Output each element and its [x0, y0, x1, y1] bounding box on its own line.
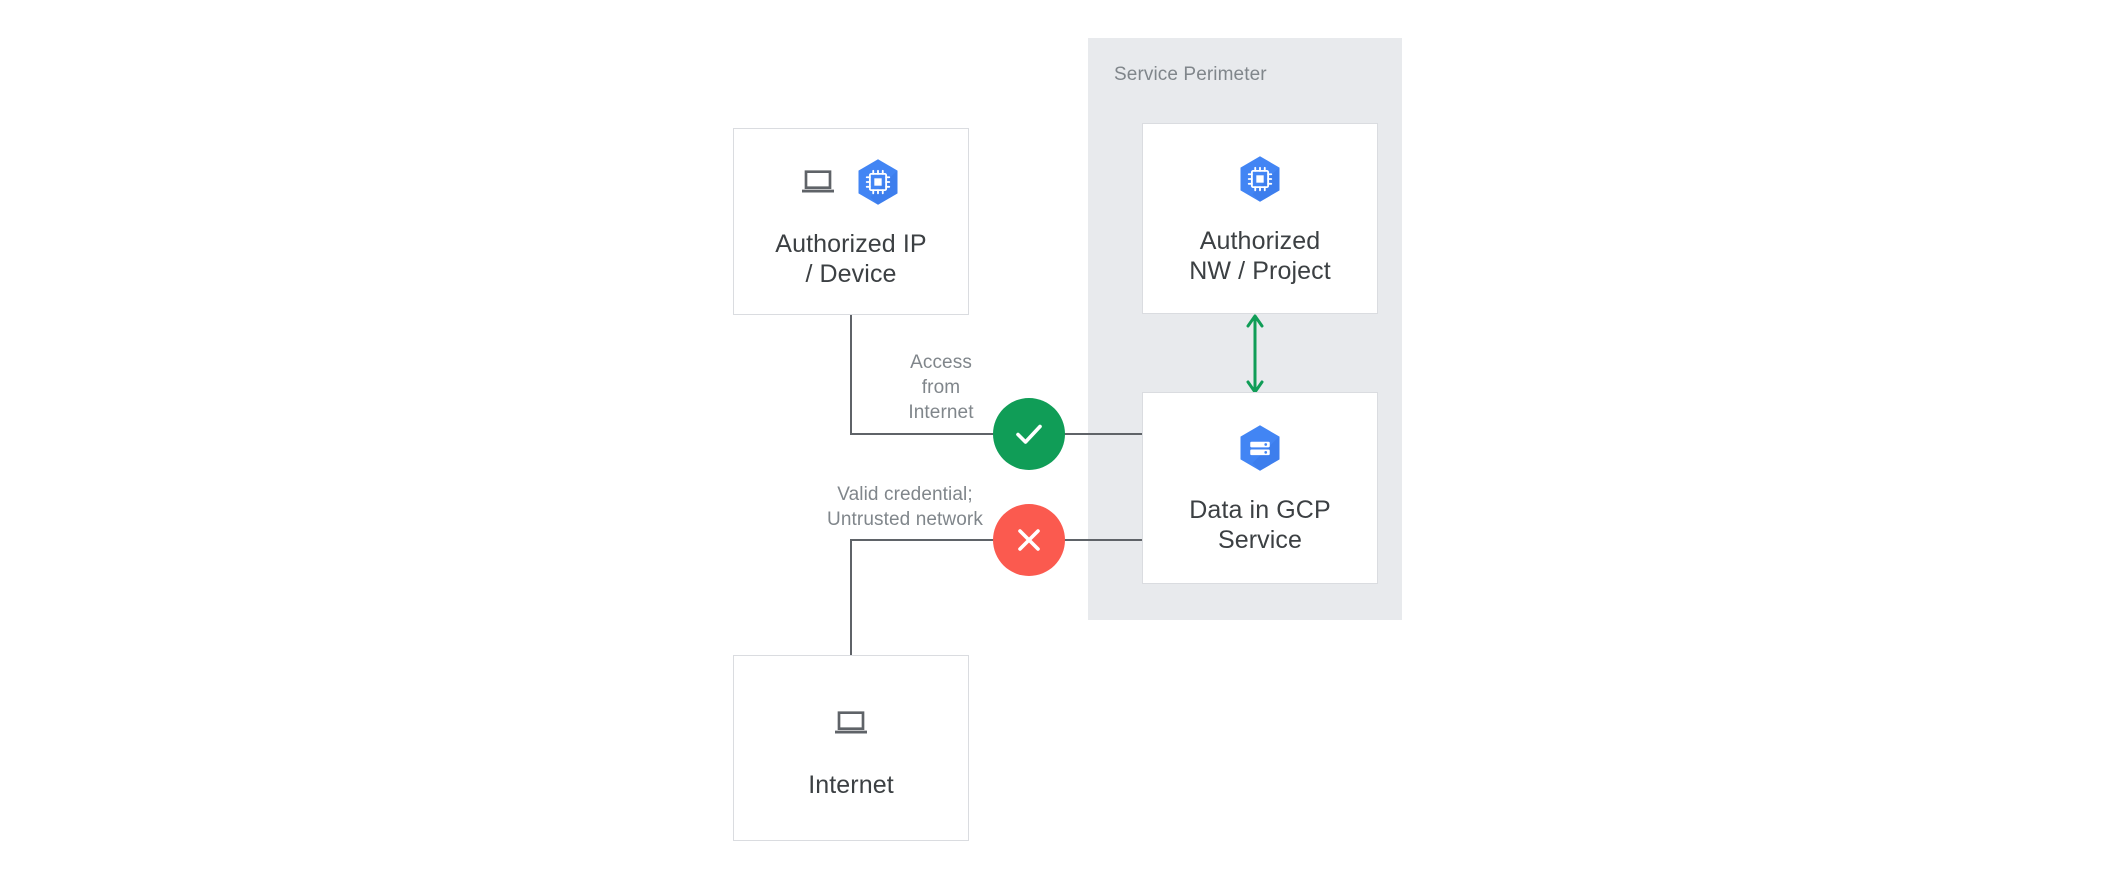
check-icon: [1016, 424, 1042, 444]
compute-engine-hexagon-icon: [858, 158, 898, 205]
connector-internet-vertical: [850, 539, 852, 656]
connector-allow-to-data: [1056, 433, 1144, 435]
node-icons: [831, 696, 871, 750]
service-perimeter-label: Service Perimeter: [1114, 64, 1267, 85]
node-authorized-ip-device[interactable]: Authorized IP / Device: [733, 128, 969, 315]
connector-internet-horizontal: [850, 539, 1010, 541]
bidirectional-arrow-icon: [1246, 314, 1264, 394]
status-badge-allowed[interactable]: [993, 398, 1065, 470]
connector-deny-to-data: [1056, 539, 1144, 541]
status-badge-denied[interactable]: [993, 504, 1065, 576]
node-authorized-nw-project[interactable]: Authorized NW / Project: [1142, 123, 1378, 314]
node-data-in-gcp-service[interactable]: Data in GCP Service: [1142, 392, 1378, 584]
node-icons: [1234, 421, 1286, 475]
close-icon: [1018, 529, 1040, 551]
connector-device-vertical: [850, 315, 852, 435]
compute-engine-hexagon-icon: [1240, 155, 1280, 202]
node-label: Data in GCP Service: [1189, 496, 1331, 554]
laptop-icon: [835, 711, 867, 734]
edge-label-valid-credential-untrusted-network: Valid credential; Untrusted network: [827, 484, 983, 530]
node-label: Authorized NW / Project: [1189, 226, 1331, 285]
node-icons: [1234, 152, 1286, 206]
database-hexagon-icon: [1240, 425, 1280, 471]
node-internet[interactable]: Internet: [733, 655, 969, 841]
node-icons: [798, 155, 904, 209]
laptop-icon: [802, 169, 834, 192]
node-label: Authorized IP / Device: [775, 229, 927, 288]
edge-label-access-from-internet: Access from Internet: [908, 352, 974, 423]
connector-device-horizontal: [850, 433, 1010, 435]
node-label: Internet: [808, 771, 894, 799]
